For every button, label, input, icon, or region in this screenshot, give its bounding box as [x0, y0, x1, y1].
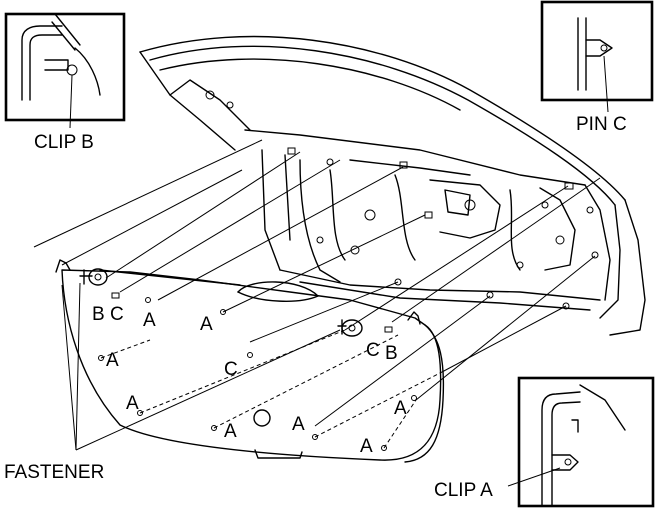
marker-b-left: B	[92, 304, 105, 325]
dashed-guides	[100, 329, 443, 449]
fastener-label: FASTENER	[4, 462, 104, 483]
clip-b-label: CLIP B	[34, 132, 94, 153]
marker-a: A	[126, 393, 139, 414]
inset-pin-c	[540, 0, 654, 113]
marker-a: A	[360, 436, 373, 457]
marker-a: A	[292, 414, 305, 435]
clip-right-top	[407, 311, 421, 325]
guide-lines	[33, 139, 601, 427]
liftgate-frame	[139, 35, 646, 336]
marker-a: A	[224, 421, 237, 442]
marker-a: A	[106, 350, 119, 371]
trim-panel	[61, 269, 445, 463]
marker-c-right: C	[366, 340, 380, 361]
marker-a: A	[143, 310, 156, 331]
marker-a: A	[200, 314, 213, 335]
fastener-leaders	[61, 282, 341, 451]
inset-clip-a	[507, 376, 655, 508]
fastener-right	[337, 319, 363, 337]
marker-a: A	[394, 398, 407, 419]
fastener-left	[79, 268, 108, 286]
marker-c: C	[224, 359, 238, 380]
clip-left-top	[55, 259, 71, 273]
marker-c-left: C	[110, 304, 124, 325]
clip-a-label: CLIP A	[434, 480, 493, 501]
markers: B C A A A C C B A A A A A	[92, 304, 407, 457]
marker-b-right: B	[385, 343, 398, 364]
inset-clip-b	[4, 12, 126, 129]
pin-c-label: PIN C	[576, 114, 627, 135]
